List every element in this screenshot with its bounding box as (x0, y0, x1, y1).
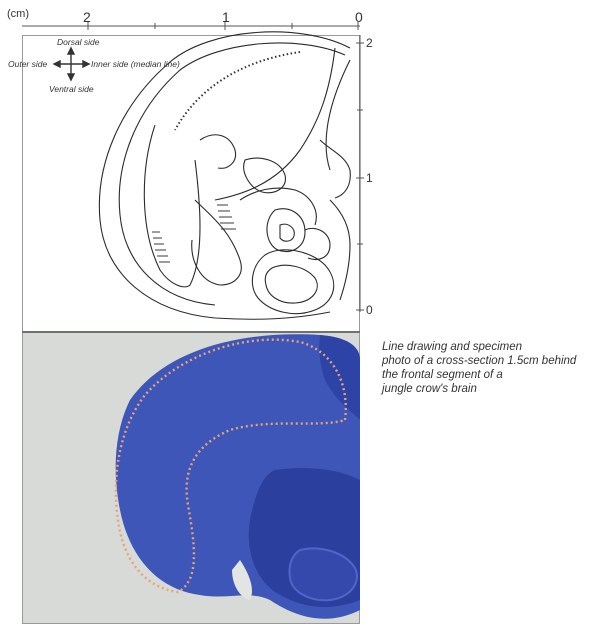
orientation-cross-icon (54, 48, 89, 80)
hatch-marks (152, 205, 236, 262)
dorsal-side-label: Dorsal side (57, 37, 100, 47)
caption-line-3: the frontal segment of a (382, 368, 597, 382)
outer-side-label: Outer side (8, 59, 47, 69)
caption-line-2: photo of a cross-section 1.5cm behind (382, 354, 597, 368)
caption-line-4: jungle crow's brain (382, 382, 597, 396)
figure-caption: Line drawing and specimen photo of a cro… (382, 340, 597, 396)
ventral-side-label: Ventral side (49, 84, 94, 94)
dorsal-dotted-layer (175, 52, 300, 130)
caption-line-1: Line drawing and specimen (382, 340, 597, 354)
specimen-tissue (116, 334, 360, 618)
top-ruler (22, 22, 360, 30)
right-ruler (356, 35, 364, 312)
brain-outline-drawing (99, 32, 350, 319)
inner-side-label: Inner side (median line) (91, 59, 180, 69)
